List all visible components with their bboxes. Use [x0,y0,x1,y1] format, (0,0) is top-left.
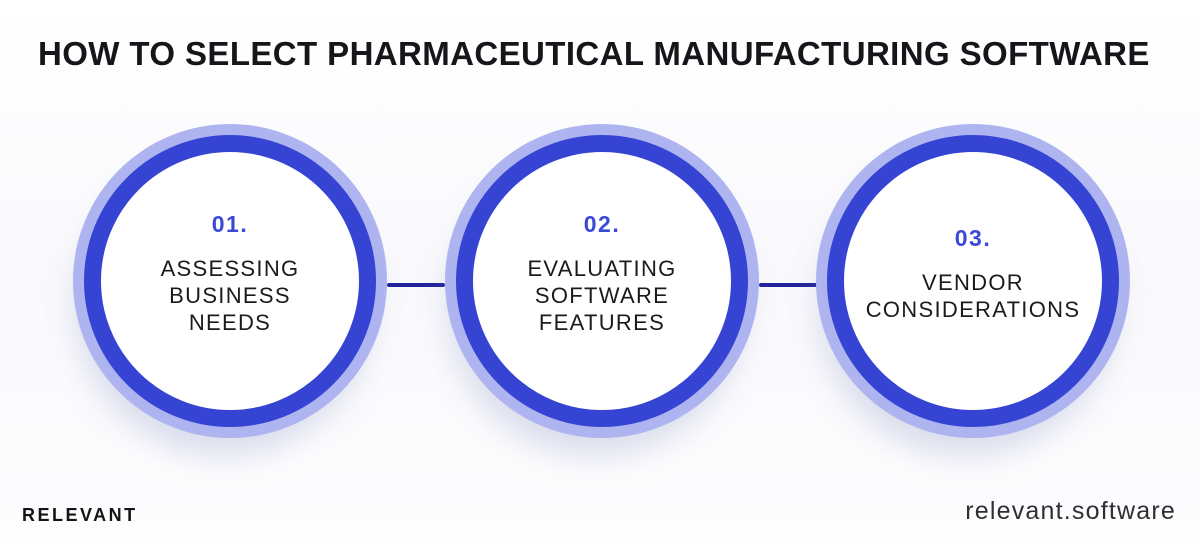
brand-logo: RELEVANT [22,505,138,525]
step-label-3: VENDOR CONSIDERATIONS [865,269,1081,322]
step-circle-3: 03. VENDOR CONSIDERATIONS [827,135,1119,427]
connector-line-2 [759,283,817,287]
step-label-2: EVALUATING SOFTWARE FEATURES [527,256,677,335]
connector-line-1 [387,283,445,287]
step-number-3: 03. [954,224,992,251]
step-circle-2: 02. EVALUATING SOFTWARE FEATURES [456,135,748,427]
page-title: HOW TO SELECT PHARMACEUTICAL MANUFACTURI… [38,35,1150,72]
step-number-2: 02. [583,211,621,238]
step-number-1: 01. [211,211,249,238]
step-circle-1: 01. ASSESSING BUSINESS NEEDS [84,135,376,427]
step-label-1: ASSESSING BUSINESS NEEDS [160,256,300,335]
website-url: relevant.software [965,497,1176,525]
